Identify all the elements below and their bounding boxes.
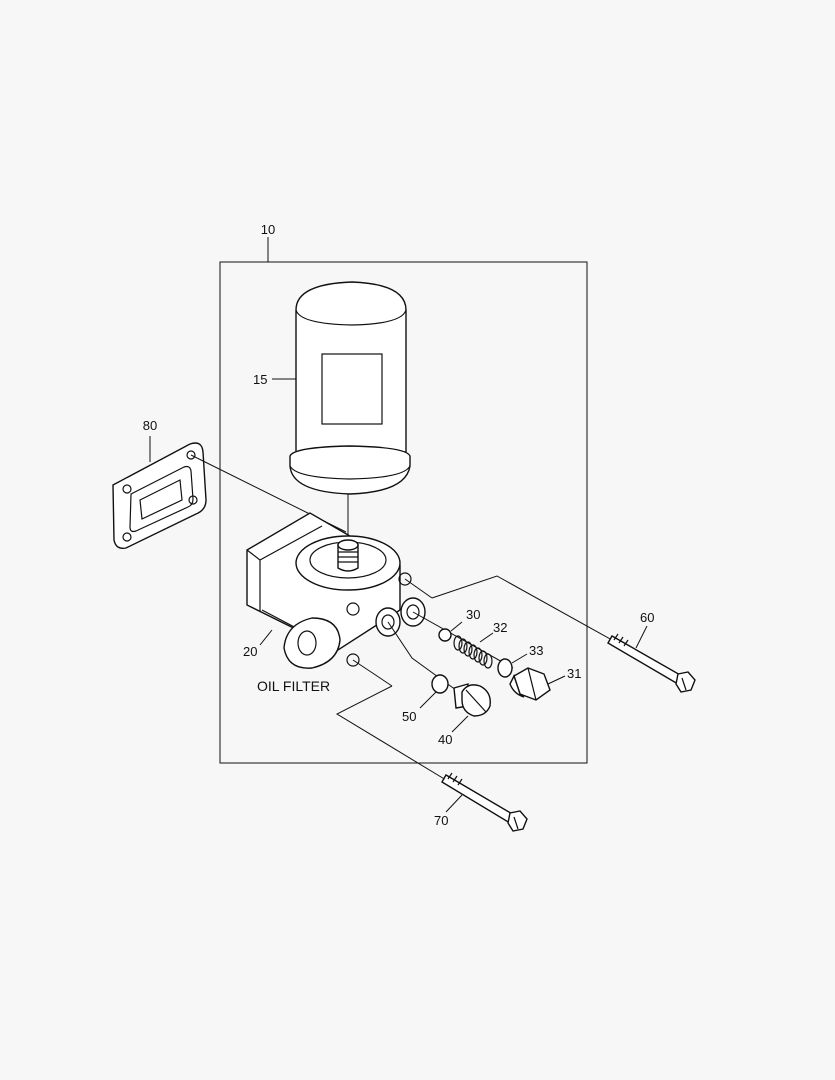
check-ball [438, 628, 452, 642]
assembly-frame [219, 261, 588, 764]
leader-31 [547, 675, 566, 685]
spring [453, 635, 493, 669]
diagram-caption: OIL FILTER [257, 678, 330, 694]
callout-32: 32 [493, 620, 507, 635]
filter-label-panel [321, 353, 383, 425]
plug-40 [453, 683, 491, 717]
alignment-line-bolt-60 [404, 578, 433, 599]
alignment-line-bolt-60-path [431, 575, 613, 641]
leader-40 [451, 715, 469, 733]
callout-50: 50 [402, 709, 416, 724]
callout-40: 40 [438, 732, 452, 747]
leader-50 [419, 691, 437, 709]
leader-32 [479, 632, 494, 643]
callout-30: 30 [466, 607, 480, 622]
bolt-60 [607, 633, 696, 693]
callout-20: 20 [243, 644, 257, 659]
leader-20 [259, 629, 273, 646]
callout-80: 80 [143, 418, 157, 433]
leader-70 [445, 794, 463, 813]
filter-cartridge [289, 281, 411, 495]
leader-33 [511, 653, 528, 664]
callout-15: 15 [253, 372, 267, 387]
callout-60: 60 [640, 610, 654, 625]
leader-30 [450, 621, 463, 632]
callout-33: 33 [529, 643, 543, 658]
plug-31 [509, 667, 551, 701]
callout-31: 31 [567, 666, 581, 681]
alignment-line-bolt-70-path [335, 685, 447, 781]
bolt-70 [441, 772, 528, 832]
gasket [112, 442, 207, 550]
filter-head [246, 512, 426, 669]
o-ring-50 [431, 674, 449, 694]
leader-60 [635, 625, 648, 649]
callout-10: 10 [261, 222, 275, 237]
o-ring-33 [497, 658, 513, 678]
alignment-line-bolt-70 [352, 659, 393, 687]
alignment-line-port-upper [412, 611, 514, 669]
callout-70: 70 [434, 813, 448, 828]
